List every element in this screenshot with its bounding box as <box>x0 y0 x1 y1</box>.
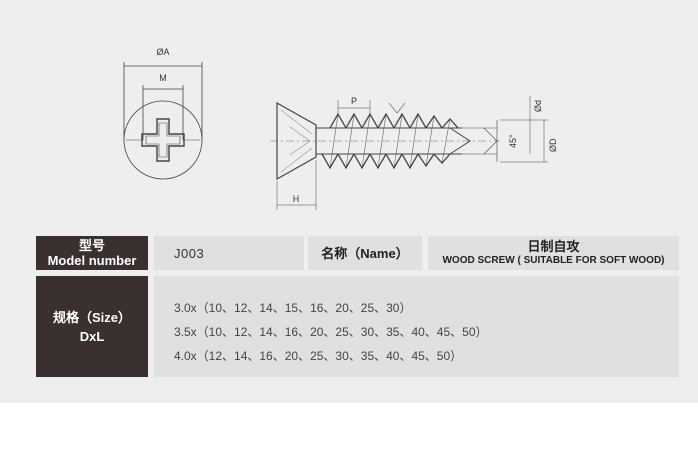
model-number-value: J003 <box>154 236 304 270</box>
tip-angle-label: 45° <box>508 134 518 148</box>
size-label-en: DxL <box>79 328 105 344</box>
screw-technical-drawing: ØA M P H Ød ØD 45° <box>123 47 558 210</box>
size-row-4-0: 4.0x（12、14、16、20、25、30、35、40、45、50） <box>174 349 463 363</box>
model-number-header: 型号 Model number <box>36 236 148 270</box>
pitch-label: P <box>351 96 357 106</box>
outer-diameter-label: ØA <box>156 47 169 57</box>
screw-head-side-view <box>276 101 317 181</box>
major-diameter-label: ØD <box>548 138 558 152</box>
size-row-3-0: 3.0x（10、12、14、15、16、20、25、30） <box>174 301 412 315</box>
name-value-cn: 日制自攻 <box>527 239 580 254</box>
recess-width-label: M <box>159 73 167 83</box>
model-label-en: Model number <box>47 253 137 268</box>
cross-recess-icon <box>141 118 185 162</box>
size-row-3-5: 3.5x（10、12、14、16、20、25、30、35、40、45、50） <box>174 325 488 339</box>
model-label-cn: 型号 <box>78 238 105 253</box>
inner-diameter-label: Ød <box>533 100 543 112</box>
name-header: 名称（Name） <box>308 236 422 270</box>
head-height-label: H <box>293 194 300 204</box>
size-list: 3.0x（10、12、14、15、16、20、25、30） 3.5x（10、12… <box>154 276 679 377</box>
size-label-cn: 规格（Size） <box>52 309 131 325</box>
name-label: 名称（Name） <box>321 245 409 261</box>
name-value-en: WOOD SCREW ( SUITABLE FOR SOFT WOOD) <box>442 255 665 266</box>
size-header: 规格（Size） DxL <box>36 276 148 377</box>
name-value: 日制自攻 WOOD SCREW ( SUITABLE FOR SOFT WOOD… <box>428 236 679 270</box>
